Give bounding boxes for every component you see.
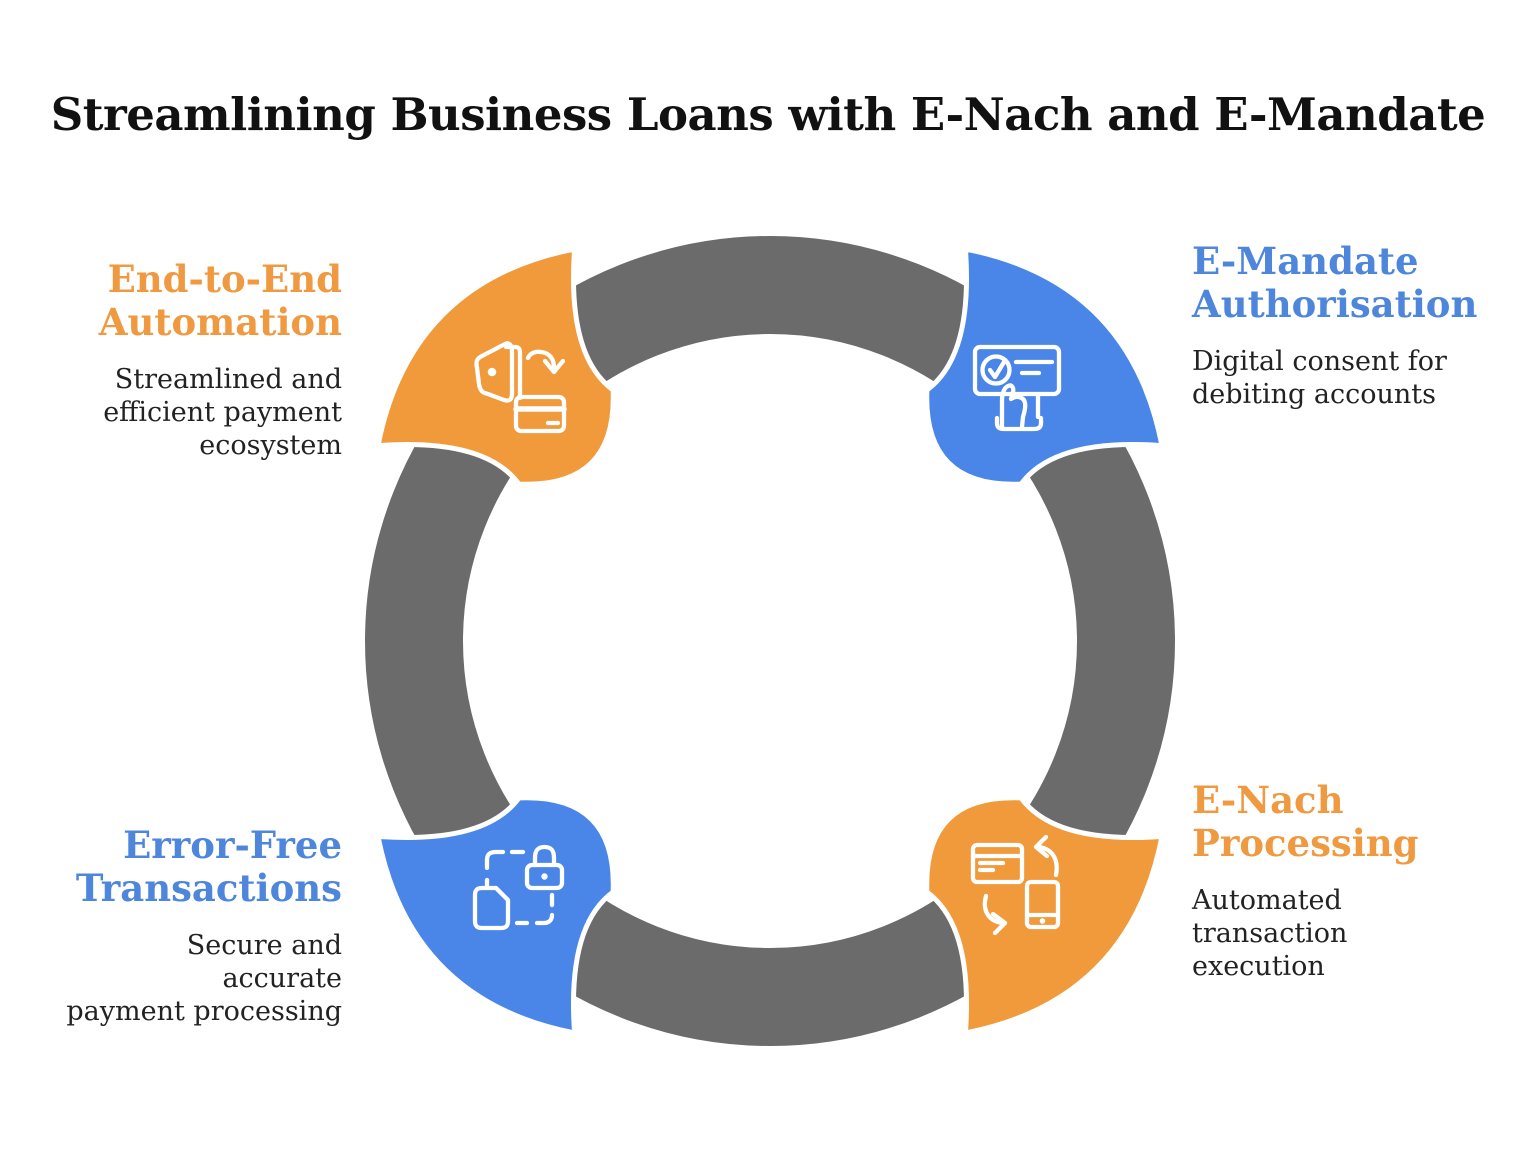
card-phone-sync-icon <box>970 834 1061 936</box>
segment-arrow-shape <box>375 795 616 1036</box>
icon-stroke <box>524 862 565 891</box>
step-description: Secure and accurate payment processing <box>60 930 342 1029</box>
icon-stroke <box>503 344 523 401</box>
step-description-line: execution <box>1192 950 1325 982</box>
step-description-line: Digital consent for <box>1192 345 1447 377</box>
icon-stroke <box>980 354 1012 386</box>
step-label-end-to-end-automation: End-to-End Automation Streamlined and ef… <box>60 258 342 463</box>
step-heading-line: E-Nach <box>1192 778 1344 822</box>
step-description-line: payment processing <box>66 995 342 1027</box>
icon-stroke <box>982 893 1005 926</box>
icon-stroke <box>987 359 1007 380</box>
step-description: Digital consent for debiting accounts <box>1192 346 1502 412</box>
step-label-e-mandate-authorisation: E-Mandate Authorisation Digital consent … <box>1192 240 1502 412</box>
step-heading: Error-Free Transactions <box>60 824 342 910</box>
step-heading-line: Error-Free <box>123 823 342 867</box>
step-heading: E-Nach Processing <box>1192 779 1502 865</box>
step-heading: End-to-End Automation <box>60 258 342 344</box>
icon-stroke <box>972 344 1062 397</box>
page-title: Streamlining Business Loans with E-Nach … <box>50 88 1486 141</box>
icon-stroke <box>1033 834 1050 859</box>
step-label-e-nach-processing: E-Nach Processing Automated transaction … <box>1192 779 1502 984</box>
secure-document-icon <box>472 844 565 931</box>
step-description-line: transaction <box>1192 917 1348 949</box>
icon-stroke <box>541 873 548 880</box>
step-description-line: Secure and accurate <box>186 929 342 994</box>
segment-e-nach-processing <box>924 795 1165 1036</box>
icon-stroke <box>513 394 567 434</box>
icon-stroke <box>990 911 1008 936</box>
icon-stroke <box>484 849 506 871</box>
step-description: Automated transaction execution <box>1192 885 1502 984</box>
icon-stroke <box>1039 918 1046 924</box>
segment-e-mandate-authorisation <box>924 246 1165 487</box>
icon-stroke <box>472 885 511 931</box>
segment-end-to-end-automation <box>375 246 616 487</box>
segment-error-free-transactions <box>375 795 616 1036</box>
step-label-error-free-transactions: Error-Free Transactions Secure and accur… <box>60 824 342 1029</box>
step-description-line: Automated <box>1192 884 1342 916</box>
icon-stroke <box>1024 879 1061 930</box>
icon-stroke <box>525 349 557 371</box>
step-description-line: debiting accounts <box>1192 378 1437 410</box>
icon-stroke <box>532 844 557 868</box>
step-heading: E-Mandate Authorisation <box>1192 240 1502 326</box>
icon-stroke <box>542 358 566 375</box>
icon-stroke <box>1036 844 1059 878</box>
icon-stroke <box>534 912 555 926</box>
step-heading-line: Automation <box>98 299 342 344</box>
step-heading-line: Processing <box>1192 820 1419 865</box>
segment-arrow-shape <box>924 246 1165 487</box>
consent-screen-icon <box>972 344 1062 432</box>
step-description-line: Streamlined and <box>114 363 342 395</box>
step-heading-line: Authorisation <box>1192 281 1478 326</box>
cycle-ring <box>365 236 1175 1046</box>
icon-stroke <box>999 383 1028 430</box>
icon-stroke <box>970 842 1025 885</box>
step-description-line: efficient payment <box>103 396 342 428</box>
wallet-to-card-icon <box>474 341 567 434</box>
step-heading-line: E-Mandate <box>1192 239 1419 283</box>
step-heading-line: Transactions <box>75 865 342 910</box>
segment-arrow-shape <box>375 246 616 487</box>
icon-stroke <box>487 367 497 377</box>
icon-stroke <box>994 415 1044 432</box>
step-description-line: ecosystem <box>199 429 342 461</box>
step-description: Streamlined and efficient payment ecosys… <box>60 364 342 463</box>
step-heading-line: End-to-End <box>107 257 342 301</box>
